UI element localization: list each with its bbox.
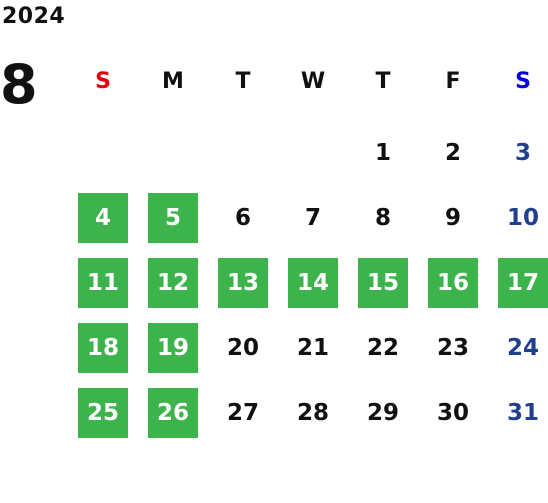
day-cell: 19 [138,315,208,380]
year-label: 2024 [2,4,66,29]
weekday-header-day-5: F [445,68,461,94]
day-14[interactable]: 14 [288,257,338,308]
day-30[interactable]: 30 [436,399,469,426]
day-cell: 30 [418,380,488,445]
day-29[interactable]: 29 [366,399,399,426]
day-cell: 14 [278,250,348,315]
day-20[interactable]: 20 [226,334,259,361]
day-cell: 3 [488,120,548,185]
day-cell: 13 [208,250,278,315]
day-cell: 26 [138,380,208,445]
day-cell: 22 [348,315,418,380]
day-cell: 6 [208,185,278,250]
day-22[interactable]: 22 [366,334,399,361]
day-cell: 1 [348,120,418,185]
day-7[interactable]: 7 [304,204,321,231]
day-cell: 25 [68,380,138,445]
weekday-header-sat-6: S [515,68,531,94]
month-number: 8 [0,53,38,116]
day-cell: 10 [488,185,548,250]
weekday-header-day-3: W [300,68,326,94]
day-cell: 5 [138,185,208,250]
day-27[interactable]: 27 [226,399,259,426]
day-cell: 27 [208,380,278,445]
empty-day-cell [208,120,278,185]
day-31[interactable]: 31 [506,399,539,426]
day-24[interactable]: 24 [506,334,539,361]
day-1[interactable]: 1 [374,139,391,166]
day-9[interactable]: 9 [444,204,461,231]
day-cell: 31 [488,380,548,445]
day-cell: 29 [348,380,418,445]
day-cell: 9 [418,185,488,250]
empty-day-cell [278,120,348,185]
day-17[interactable]: 17 [498,257,548,308]
day-15[interactable]: 15 [358,257,408,308]
day-8[interactable]: 8 [374,204,391,231]
day-3[interactable]: 3 [514,139,531,166]
day-4[interactable]: 4 [78,192,128,243]
day-cell: 20 [208,315,278,380]
day-28[interactable]: 28 [296,399,329,426]
day-cell: 4 [68,185,138,250]
day-cell: 2 [418,120,488,185]
weekday-header-day-1: M [162,68,184,94]
day-13[interactable]: 13 [218,257,268,308]
day-cell: 8 [348,185,418,250]
empty-day-cell [138,120,208,185]
day-cell: 15 [348,250,418,315]
day-cell: 24 [488,315,548,380]
day-cell: 21 [278,315,348,380]
day-5[interactable]: 5 [148,192,198,243]
weekday-header-day-4: T [375,68,391,94]
weekday-header-sun-0: S [95,68,111,94]
day-cell: 16 [418,250,488,315]
empty-day-cell [68,120,138,185]
day-16[interactable]: 16 [428,257,478,308]
day-2[interactable]: 2 [444,139,461,166]
day-21[interactable]: 21 [296,334,329,361]
day-cell: 12 [138,250,208,315]
day-cell: 18 [68,315,138,380]
day-25[interactable]: 25 [78,387,128,438]
day-12[interactable]: 12 [148,257,198,308]
day-cell: 7 [278,185,348,250]
day-19[interactable]: 19 [148,322,198,373]
day-cell: 11 [68,250,138,315]
day-23[interactable]: 23 [436,334,469,361]
day-18[interactable]: 18 [78,322,128,373]
day-cell: 28 [278,380,348,445]
weekday-header-day-2: T [235,68,251,94]
day-6[interactable]: 6 [234,204,251,231]
day-cell: 23 [418,315,488,380]
day-cell: 17 [488,250,548,315]
day-11[interactable]: 11 [78,257,128,308]
day-10[interactable]: 10 [506,204,539,231]
day-26[interactable]: 26 [148,387,198,438]
